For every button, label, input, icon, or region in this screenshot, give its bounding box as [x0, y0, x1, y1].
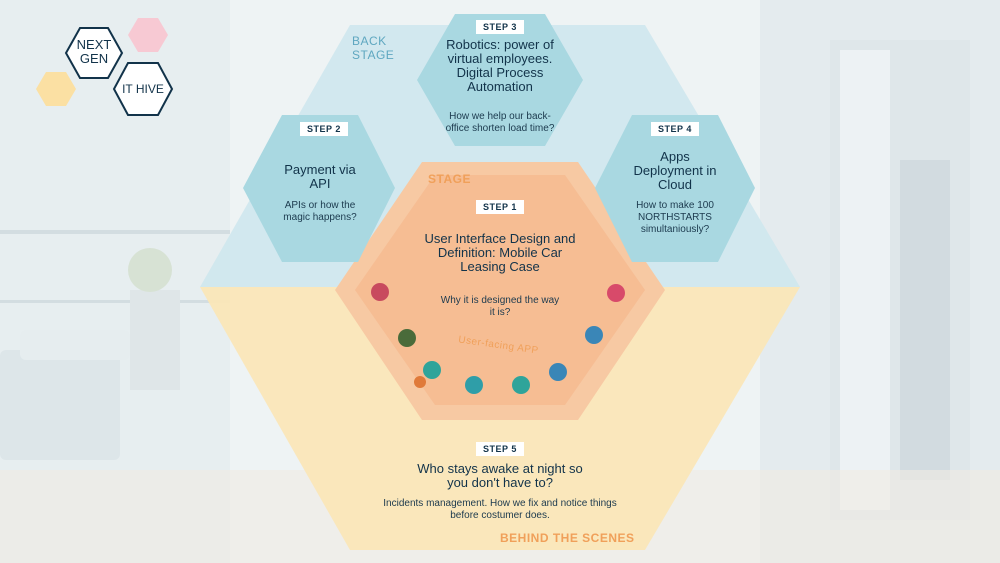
behind-the-scenes-label: BEHIND THE SCENES — [500, 531, 635, 545]
step5-tag: STEP 5 — [476, 442, 524, 456]
logo-line2: GEN — [79, 51, 109, 66]
logo-pink-hexagon — [128, 18, 168, 52]
step5-subtitle: Incidents management. How we fix and not… — [383, 498, 617, 521]
logo-hexagon-1 — [64, 27, 124, 79]
step1-title: User Interface Design and Definition: Mo… — [424, 231, 576, 274]
step2-tag: STEP 2 — [300, 122, 348, 136]
step3-tag: STEP 3 — [476, 20, 524, 34]
step4-title: Apps Deployment in Cloud — [633, 149, 717, 192]
step1-subtitle: Why it is designed the way it is? — [440, 295, 560, 318]
step2-subtitle: APIs or how the magic happens? — [283, 200, 357, 223]
logo-yellow-hexagon — [36, 72, 76, 106]
step4-tag: STEP 4 — [651, 122, 699, 136]
stage-label: STAGE — [428, 172, 471, 186]
logo-next-gen: NEXT GEN — [68, 38, 120, 66]
step1-tag: STEP 1 — [476, 200, 524, 214]
people-illustration — [371, 283, 625, 394]
user-facing-app-zone — [355, 175, 645, 405]
step3-title: Robotics: power of virtual employees. Di… — [446, 37, 554, 94]
step5-title: Who stays awake at night so you don't ha… — [417, 461, 583, 490]
step3-subtitle: How we help our back-office shorten load… — [445, 111, 555, 134]
step3-hexagon — [417, 14, 583, 146]
step2-title: Payment via API — [284, 162, 356, 191]
step4-subtitle: How to make 100 NORTHSTARTS simultanious… — [636, 200, 714, 235]
logo-it-hive: IT HIVE — [122, 82, 164, 96]
step2-hexagon — [243, 115, 395, 262]
step4-hexagon — [595, 115, 755, 262]
logo-hexagon-2 — [112, 62, 174, 116]
logo-line1: NEXT — [76, 37, 112, 52]
back-stage-label: BACK STAGE — [352, 34, 395, 62]
